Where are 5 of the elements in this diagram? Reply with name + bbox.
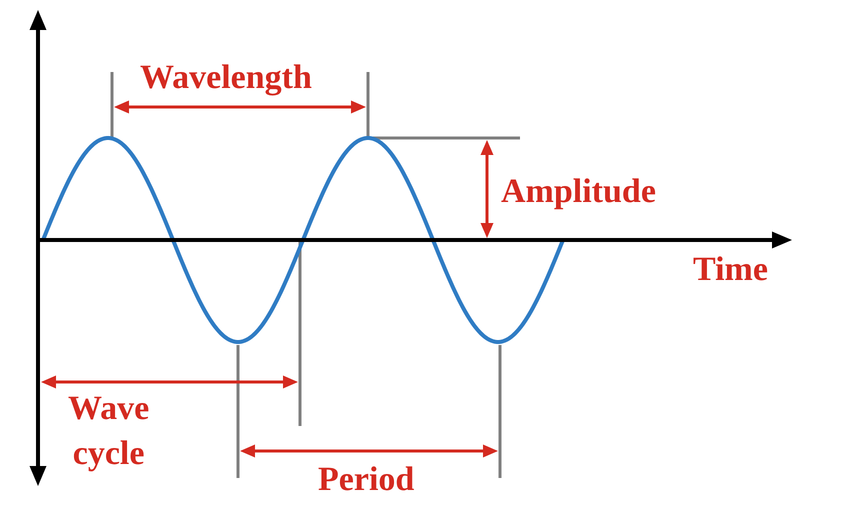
dimension-label: Wavelength	[140, 58, 312, 98]
dimension-label: Period	[318, 460, 414, 500]
dimension-label: Wave cycle	[68, 389, 150, 474]
axis-label: Time	[693, 250, 768, 290]
dimension-label: Amplitude	[501, 172, 656, 212]
